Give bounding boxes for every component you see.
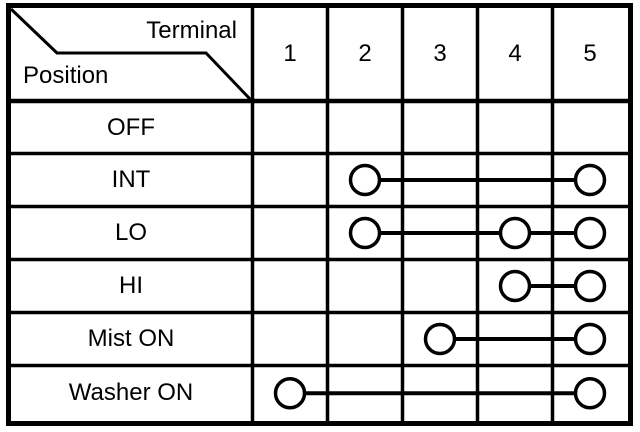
continuity-terminal-marker [498,269,532,303]
terminal-header-label: Terminal [146,17,237,44]
position-row-label: OFF [107,114,155,142]
terminal-column-header: 1 [283,39,297,67]
continuity-terminal-marker [573,269,607,303]
position-row-label: HI [119,272,143,299]
continuity-terminal-marker [573,377,607,410]
continuity-terminal-marker [348,163,382,197]
terminal-column-header: 2 [358,39,372,67]
terminal-column-header: 3 [433,39,447,67]
continuity-terminal-marker [498,216,532,250]
continuity-terminal-marker [573,216,607,250]
position-row-label: Mist ON [87,325,175,352]
terminal-column-header: 4 [508,39,522,67]
position-row-label: INT [111,166,151,193]
position-row-label: LO [114,219,147,246]
continuity-terminal-marker [423,322,457,356]
continuity-terminal-marker [273,377,307,410]
table-outer-border [6,3,633,426]
position-row-label: Washer ON [68,379,194,407]
terminal-column-header: 5 [583,39,597,67]
continuity-terminal-marker [348,216,382,250]
continuity-terminal-marker [573,163,607,197]
position-header-label: Position [23,62,109,89]
corner-diagonal-divider [9,7,252,101]
continuity-terminal-marker [573,322,607,356]
